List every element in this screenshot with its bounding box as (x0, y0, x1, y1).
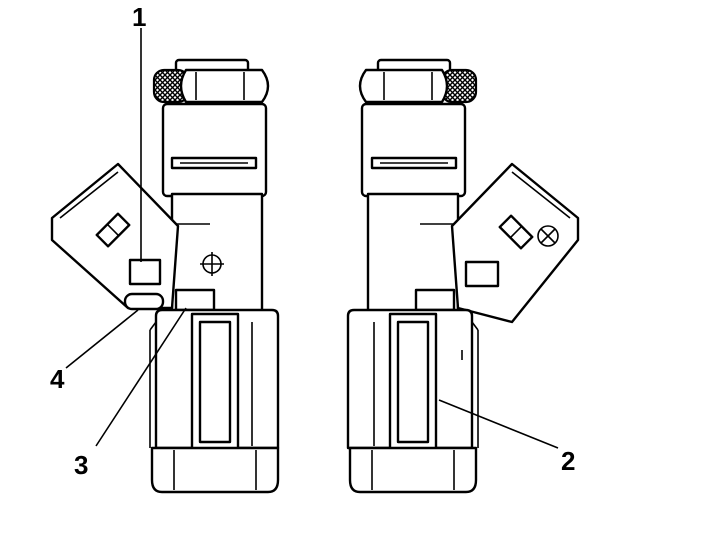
leader-line-4 (65, 309, 139, 369)
callout-3: 3 (74, 450, 88, 480)
callout-1: 1 (132, 2, 146, 32)
left-window-inner (198, 320, 232, 444)
left-oring (179, 68, 270, 104)
right-marker-square (464, 260, 500, 288)
callout-4: 4 (50, 364, 65, 394)
right-oring (358, 68, 449, 104)
left-marker-square (128, 258, 162, 286)
callout-2: 2 (561, 446, 575, 476)
leader-line-3 (95, 307, 187, 447)
leader-lines (65, 28, 559, 449)
leader-line-2 (438, 399, 559, 449)
left-crosshair-symbol (200, 252, 224, 276)
right-marker-block (414, 288, 456, 312)
right-bottom (348, 446, 478, 494)
left-marker-oval (123, 292, 165, 311)
right-connector-latch (498, 214, 534, 250)
left-connector-latch (95, 212, 131, 248)
right-window-inner (396, 320, 430, 444)
left-upper-body (161, 102, 268, 198)
left-marker-block (174, 288, 216, 312)
right-injector (346, 58, 580, 494)
right-upper-body (360, 102, 467, 198)
left-injector (50, 58, 280, 494)
left-bottom (150, 446, 280, 494)
right-crosshair-symbol (537, 225, 559, 247)
